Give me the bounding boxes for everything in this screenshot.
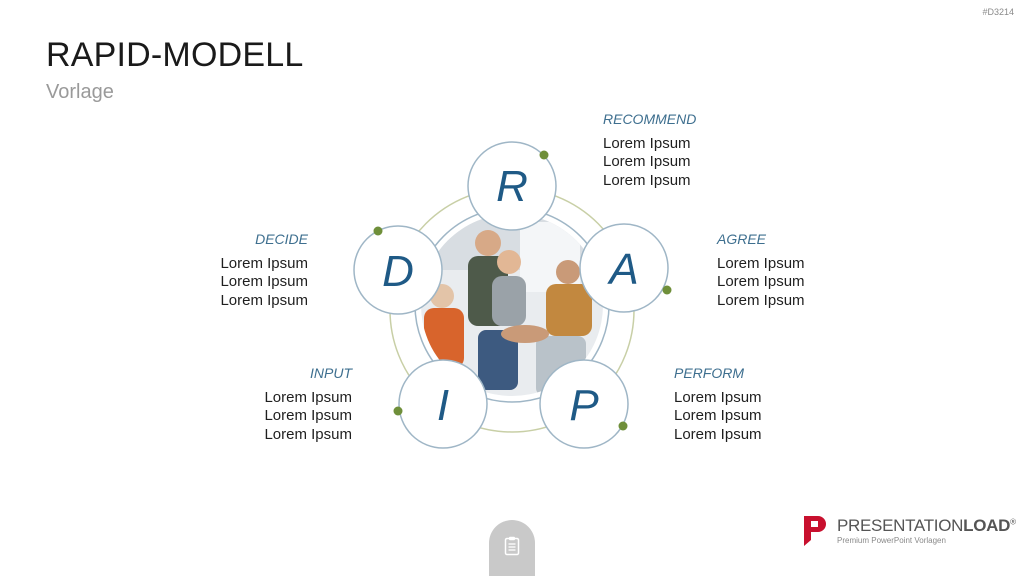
logo-brand: PRESENTATION	[837, 516, 963, 535]
perform-heading: PERFORM	[674, 364, 762, 383]
logo-registered: ®	[1010, 517, 1016, 526]
dot-a	[663, 286, 672, 295]
perform-line: Lorem Ipsum	[674, 407, 762, 426]
dot-r	[540, 151, 549, 160]
perform-block: PERFORM Lorem Ipsum Lorem Ipsum Lorem Ip…	[674, 364, 762, 444]
clipboard-icon	[504, 536, 520, 556]
decide-line: Lorem Ipsum	[188, 292, 308, 311]
logo-text: PRESENTATIONLOAD®	[837, 516, 1016, 536]
letter-r: R	[496, 162, 528, 211]
input-heading: INPUT	[232, 364, 352, 383]
agree-heading: AGREE	[717, 230, 805, 249]
notes-tab-button[interactable]	[489, 520, 535, 576]
dot-d	[374, 227, 383, 236]
decide-block: DECIDE Lorem Ipsum Lorem Ipsum Lorem Ips…	[188, 230, 308, 310]
input-block: INPUT Lorem Ipsum Lorem Ipsum Lorem Ipsu…	[232, 364, 352, 444]
agree-block: AGREE Lorem Ipsum Lorem Ipsum Lorem Ipsu…	[717, 230, 805, 310]
perform-line: Lorem Ipsum	[674, 426, 762, 445]
dot-p	[619, 422, 628, 431]
input-line: Lorem Ipsum	[232, 426, 352, 445]
recommend-heading: RECOMMEND	[603, 110, 696, 129]
recommend-block: RECOMMEND Lorem Ipsum Lorem Ipsum Lorem …	[603, 110, 696, 190]
perform-line: Lorem Ipsum	[674, 389, 762, 408]
agree-line: Lorem Ipsum	[717, 292, 805, 311]
input-line: Lorem Ipsum	[232, 389, 352, 408]
dot-i	[394, 407, 403, 416]
letter-p: P	[569, 381, 599, 430]
recommend-line: Lorem Ipsum	[603, 153, 696, 172]
decide-heading: DECIDE	[188, 230, 308, 249]
recommend-line: Lorem Ipsum	[603, 135, 696, 154]
presentationload-logo: PRESENTATIONLOAD® Premium PowerPoint Vor…	[802, 514, 1002, 550]
decide-line: Lorem Ipsum	[188, 273, 308, 292]
letter-a: A	[606, 245, 638, 294]
logo-tagline: Premium PowerPoint Vorlagen	[837, 536, 946, 545]
agree-line: Lorem Ipsum	[717, 255, 805, 274]
logo-brand-bold: LOAD	[963, 516, 1010, 535]
input-line: Lorem Ipsum	[232, 407, 352, 426]
logo-p-icon	[802, 514, 828, 548]
letter-i: I	[437, 381, 449, 430]
letter-d: D	[382, 247, 414, 296]
decide-line: Lorem Ipsum	[188, 255, 308, 274]
agree-line: Lorem Ipsum	[717, 273, 805, 292]
recommend-line: Lorem Ipsum	[603, 172, 696, 191]
